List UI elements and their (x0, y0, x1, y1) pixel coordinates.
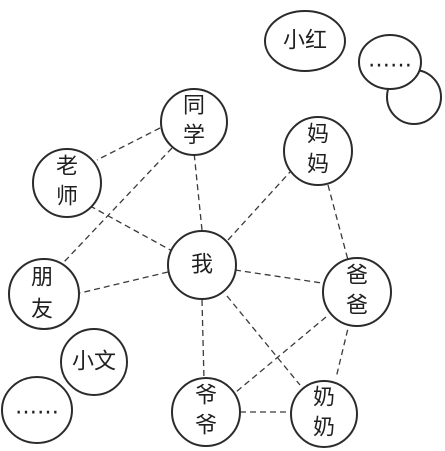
label-nainai-2: 奶 (313, 416, 335, 441)
label-nainai-1: 奶 (313, 386, 335, 411)
label-ellipsis-top: …… (368, 48, 412, 73)
label-pengyou-2: 友 (31, 298, 53, 323)
edge-wo-nainai (226, 295, 301, 386)
node-ellipsis-top (358, 34, 422, 90)
node-baba (322, 257, 392, 327)
node-pengyou (8, 258, 80, 330)
label-yeye-2: 爷 (195, 414, 217, 439)
label-tongxue-2: 学 (183, 124, 205, 149)
node-wo (167, 230, 237, 300)
edge-baba-yeye (235, 316, 327, 393)
label-baba-2: 爸 (346, 294, 368, 319)
edge-wo-baba (234, 269, 323, 284)
label-laoshi-1: 老 (56, 155, 78, 180)
label-xiaowen: 小文 (72, 350, 116, 375)
edge-mama-baba (327, 184, 349, 261)
edge-wo-laoshi (91, 206, 175, 253)
label-pengyou-1: 朋 (31, 266, 53, 291)
node-yeye (171, 377, 241, 447)
node-tongxue (160, 88, 228, 156)
edge-tongxue-pengyou (63, 147, 173, 263)
node-laoshi (32, 148, 102, 218)
label-tongxue-1: 同 (183, 94, 205, 119)
node-nainai (290, 380, 358, 448)
edge-tongxue-laoshi (96, 127, 161, 161)
label-wo: 我 (191, 253, 213, 278)
edge-baba-nainai (335, 319, 351, 379)
node-xiaohong (264, 10, 346, 72)
edge-wo-pengyou (79, 271, 169, 294)
edges (63, 127, 351, 413)
edge-wo-mama (227, 171, 291, 241)
label-xiaohong: 小红 (283, 29, 327, 54)
label-ellipsis-bottom: …… (15, 395, 59, 420)
label-yeye-1: 爷 (195, 384, 217, 409)
label-mama-1: 妈 (307, 123, 329, 148)
label-baba-1: 爸 (346, 264, 368, 289)
node-ellipsis-bottom (1, 376, 73, 444)
node-mama (283, 116, 353, 186)
edge-wo-tongxue (193, 151, 203, 231)
label-mama-2: 妈 (307, 153, 329, 178)
node-xiaowen (60, 328, 128, 396)
label-laoshi-2: 师 (56, 185, 78, 210)
edge-wo-yeye (201, 299, 205, 381)
